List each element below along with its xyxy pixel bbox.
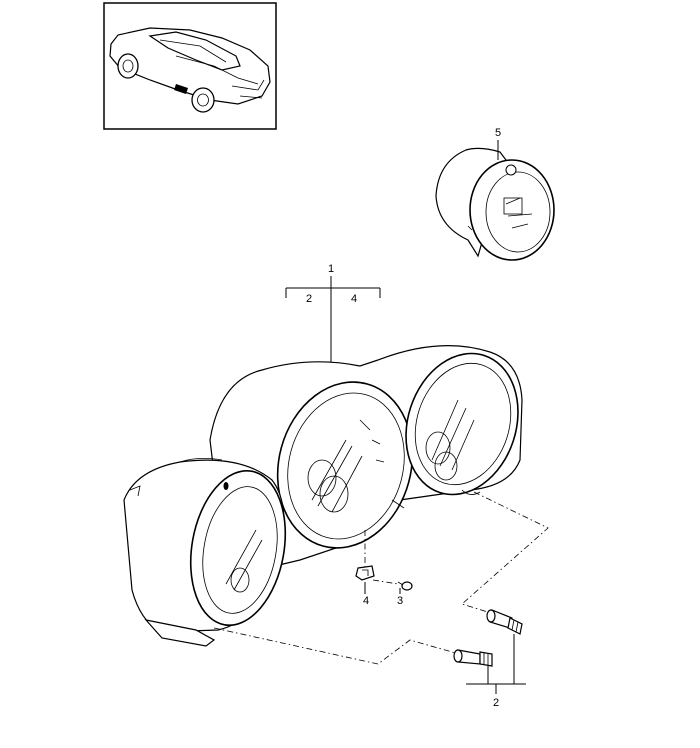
screw-part: 3 [397, 581, 413, 607]
callout-3: 3 [397, 595, 403, 607]
callout-2-bottom: 2 [493, 697, 499, 709]
screw-icon [397, 581, 413, 591]
callout-5: 5 [495, 127, 501, 139]
connector-lines [213, 491, 549, 665]
clock-part: 5 [435, 127, 555, 261]
callout-4-top: 4 [351, 293, 357, 305]
bulb-parts: 2 [453, 609, 526, 709]
callout-1-group: 1 2 4 [285, 263, 381, 362]
bulb-icon [453, 649, 493, 667]
car-thumbnail [103, 2, 277, 130]
bulb-icon [486, 609, 523, 635]
callout-1: 1 [328, 263, 334, 275]
callout-4-bottom: 4 [363, 595, 369, 607]
callout-2-top: 2 [306, 293, 312, 305]
clip-icon [355, 565, 375, 581]
instrument-cluster-icon [123, 345, 523, 647]
clock-icon [435, 147, 555, 261]
car-thumbnail-icon [109, 27, 271, 113]
clip-part: 4 [355, 565, 375, 607]
